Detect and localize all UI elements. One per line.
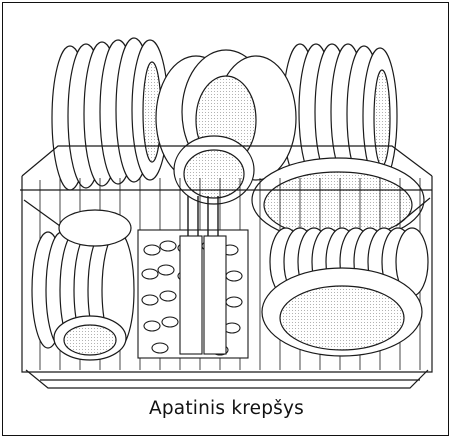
caption: Apatinis krepšys (0, 398, 453, 419)
front-plates-left (32, 210, 134, 360)
front-plates-right (262, 228, 428, 356)
cutlery-basket (138, 196, 248, 358)
back-plates-left (52, 38, 168, 190)
